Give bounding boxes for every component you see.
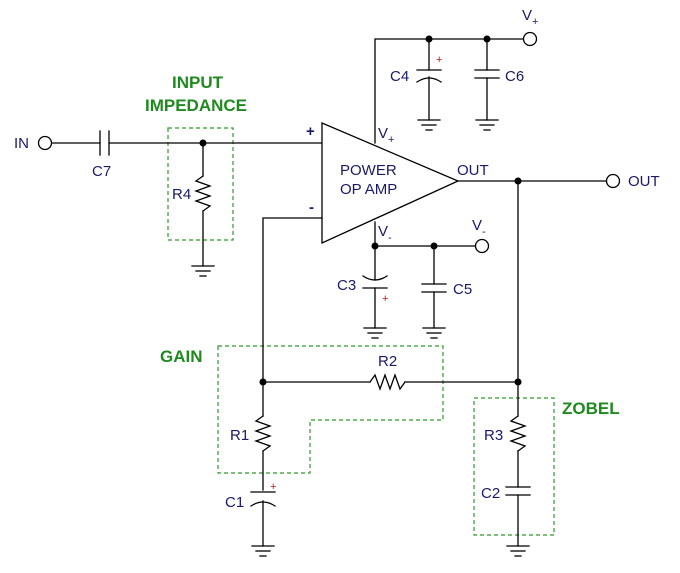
zobel-label: ZOBEL bbox=[562, 399, 620, 418]
capacitor-c7 bbox=[99, 130, 110, 156]
capacitor-c5 bbox=[421, 245, 447, 329]
opamp-minus-input-label: - bbox=[309, 199, 314, 216]
c4-label: C4 bbox=[390, 68, 409, 85]
ground-c4 bbox=[417, 119, 441, 131]
c2-label: C2 bbox=[481, 485, 500, 502]
vminus-terminal-label: V- bbox=[472, 217, 486, 238]
c3-label: C3 bbox=[337, 277, 356, 294]
zobel-box bbox=[473, 397, 555, 536]
capacitor-c4 bbox=[416, 38, 442, 121]
output-terminal-label: OUT bbox=[628, 173, 660, 190]
capacitor-c3 bbox=[362, 245, 388, 329]
input-impedance-label-line2: IMPEDANCE bbox=[145, 96, 247, 115]
power-opamp-symbol bbox=[321, 122, 460, 245]
c1-label: C1 bbox=[225, 494, 244, 511]
opamp-label-line1: POWER bbox=[340, 162, 397, 179]
ground-c1 bbox=[251, 545, 275, 557]
r4-label: R4 bbox=[172, 186, 191, 203]
resistor-r3 bbox=[509, 415, 527, 452]
r2-label: R2 bbox=[378, 353, 397, 370]
gain-box bbox=[217, 345, 444, 474]
ground-c5 bbox=[422, 327, 446, 339]
r1-label: R1 bbox=[230, 427, 249, 444]
ground-c2 bbox=[506, 545, 530, 557]
opamp-plus-input-label: + bbox=[306, 123, 315, 140]
input-terminal-label: IN bbox=[14, 135, 29, 152]
opamp-vminus-pin-label: V- bbox=[378, 223, 392, 244]
vminus-terminal bbox=[474, 238, 490, 254]
gain-label: GAIN bbox=[160, 347, 203, 366]
ground-c6 bbox=[475, 119, 499, 131]
input-terminal bbox=[37, 135, 53, 151]
input-impedance-label-line1: INPUT bbox=[172, 73, 224, 92]
c1-polarity-mark: + bbox=[270, 481, 276, 493]
ground-r4 bbox=[191, 265, 215, 277]
vplus-terminal-label: V+ bbox=[522, 7, 538, 28]
c5-label: C5 bbox=[453, 281, 472, 298]
opamp-output-label: OUT bbox=[457, 162, 489, 179]
opamp-label-line2: OP AMP bbox=[340, 181, 397, 198]
capacitor-c6 bbox=[474, 38, 500, 121]
vplus-supply-wire bbox=[374, 38, 524, 144]
c7-label: C7 bbox=[92, 163, 111, 180]
input-impedance-box bbox=[167, 127, 234, 241]
resistor-r1 bbox=[254, 415, 272, 452]
c3-polarity-mark: + bbox=[382, 293, 388, 305]
inverting-input-wire bbox=[262, 217, 323, 383]
resistor-r2 bbox=[369, 373, 406, 391]
capacitor-c2 bbox=[505, 486, 531, 547]
resistor-r4 bbox=[194, 175, 212, 212]
r3-label: R3 bbox=[484, 427, 503, 444]
capacitor-c1 bbox=[250, 491, 276, 547]
opamp-vplus-pin-label: V+ bbox=[378, 125, 394, 146]
c4-polarity-mark: + bbox=[436, 54, 442, 66]
output-terminal bbox=[605, 173, 621, 189]
c6-label: C6 bbox=[505, 68, 524, 85]
ground-c3 bbox=[363, 327, 387, 339]
vplus-terminal bbox=[522, 31, 538, 47]
